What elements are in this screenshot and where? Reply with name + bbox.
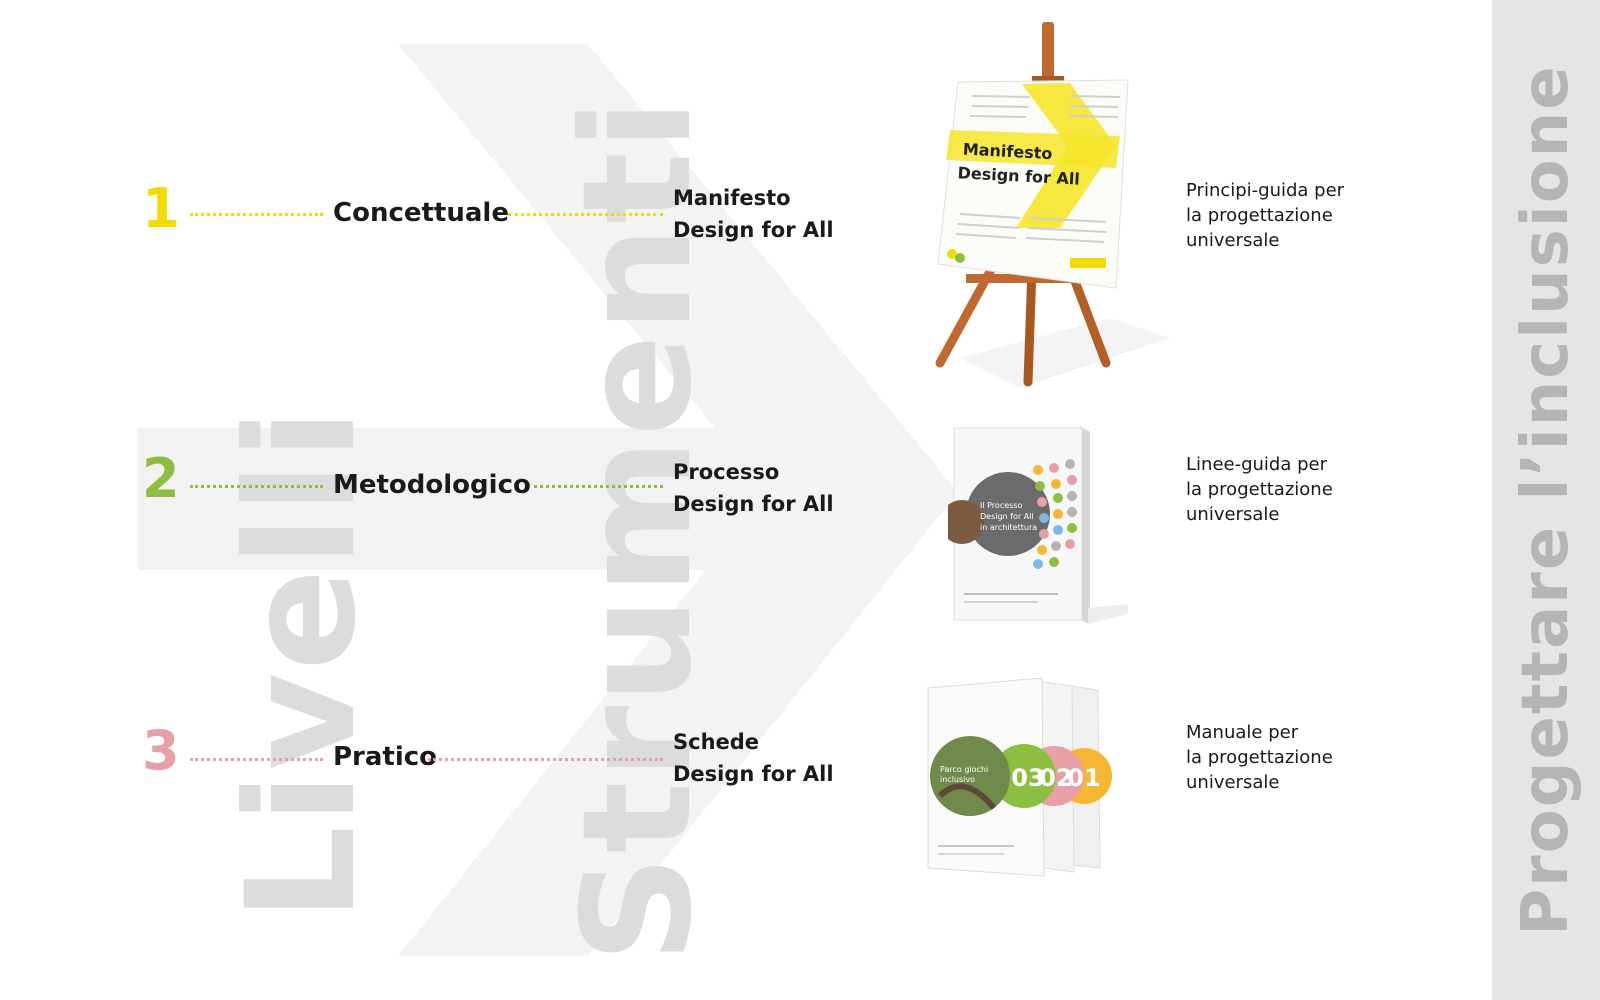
level-label: Concettuale xyxy=(333,198,509,228)
processo-book-image: Il Processo Design for All in architettu… xyxy=(948,426,1128,624)
level-label: Metodologico xyxy=(333,470,531,500)
tool-line: Schede xyxy=(673,730,760,754)
row-metodologico: 2 Metodologico Processo Design for All L… xyxy=(0,430,1490,550)
connector-dots xyxy=(190,758,323,761)
desc-line: universale xyxy=(1186,772,1280,793)
desc-line: la progettazione xyxy=(1186,747,1333,768)
connector-dots xyxy=(534,485,663,488)
desc-line: universale xyxy=(1186,230,1280,251)
connector-dots xyxy=(428,758,663,761)
level-label: Pratico xyxy=(333,742,438,772)
tool-line: Design for All xyxy=(673,218,834,242)
background-chevron xyxy=(138,44,958,956)
desc-line: universale xyxy=(1186,504,1280,525)
card-number: 02 xyxy=(1039,764,1072,792)
tool-line: Design for All xyxy=(673,762,834,786)
easel-poster-title: Manifesto xyxy=(962,139,1052,163)
row-pratico: 3 Pratico Schede Design for All Manuale … xyxy=(0,700,1490,820)
desc-line: Linee-guida per xyxy=(1186,454,1327,475)
level-number: 2 xyxy=(142,447,180,510)
tool-label: Processo Design for All xyxy=(673,456,834,520)
book-title-line: Design for All xyxy=(980,512,1034,521)
schede-cards-image: 01 02 03 Parco giochi inclusivo xyxy=(927,677,1112,877)
desc-line: la progettazione xyxy=(1186,205,1333,226)
card-title-line: Parco giochi xyxy=(940,765,988,774)
tool-description: Manuale per la progettazione universale xyxy=(1186,720,1333,795)
card-number: 01 xyxy=(1067,764,1100,792)
sidebar-title: Progettare l’inclusione xyxy=(1509,64,1583,936)
connector-dots xyxy=(508,213,663,216)
desc-line: Manuale per xyxy=(1186,722,1299,743)
tool-line: Manifesto xyxy=(673,186,791,210)
level-number: 3 xyxy=(142,719,180,782)
tool-line: Processo xyxy=(673,460,780,484)
connector-dots xyxy=(190,213,323,216)
tool-label: Schede Design for All xyxy=(673,726,834,790)
card-title-line: inclusivo xyxy=(940,775,975,784)
manifesto-easel-image: Manifesto Design for All xyxy=(935,22,1170,388)
desc-line: Principi-guida per xyxy=(1186,180,1345,201)
card-number: 03 xyxy=(1011,764,1044,792)
book-title-line: in architettura xyxy=(980,523,1037,532)
row-concettuale: 1 Concettuale Manifesto Design for All P… xyxy=(0,160,1490,280)
tool-line: Design for All xyxy=(673,492,834,516)
tool-description: Principi-guida per la progettazione univ… xyxy=(1186,178,1344,253)
tool-label: Manifesto Design for All xyxy=(673,182,834,246)
level-number: 1 xyxy=(142,177,180,240)
desc-line: la progettazione xyxy=(1186,479,1333,500)
tool-description: Linee-guida per la progettazione univers… xyxy=(1186,452,1333,527)
sidebar-band xyxy=(1492,0,1600,1000)
book-title-line: Il Processo xyxy=(980,501,1022,510)
connector-dots xyxy=(190,485,323,488)
